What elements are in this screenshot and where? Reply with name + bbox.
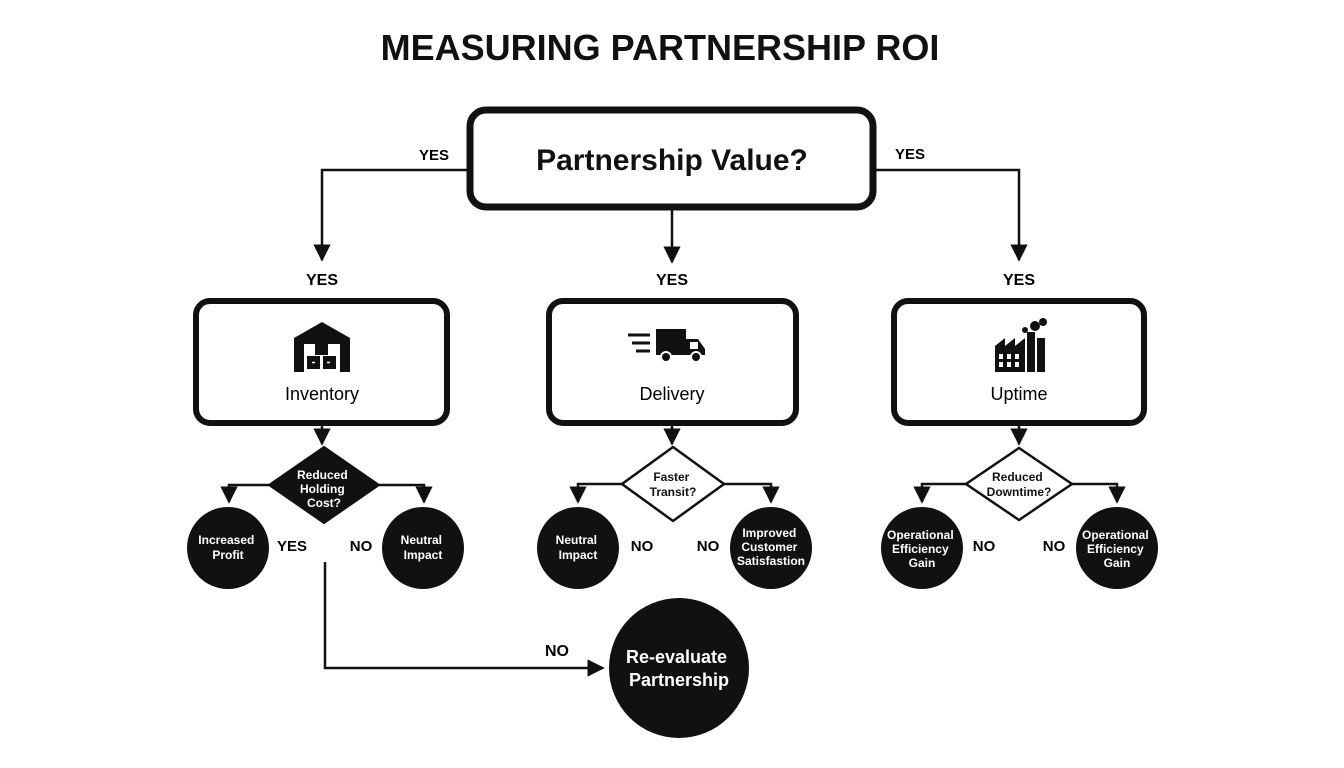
edge-label-inventory-left: YES — [277, 538, 307, 555]
svg-text:Increased Profit: Increased Profit — [198, 533, 257, 562]
outcome-uptime-right-2: Efficiency — [1087, 542, 1144, 556]
svg-text:Improved Customer Sati: Improved Customer Satisfastion — [737, 526, 805, 568]
factory-icon — [995, 318, 1047, 372]
final-node-reevaluate — [609, 598, 749, 738]
decision-text-uptime-1: Reduced — [992, 470, 1043, 484]
connector-final — [323, 562, 605, 677]
connector-inventory-right — [379, 483, 433, 504]
final-node-label-1: Re-evaluate — [626, 647, 727, 667]
connector-delivery-right — [724, 482, 780, 504]
edge-label-branch-left: YES — [306, 272, 338, 289]
outcome-uptime-right-3: Gain — [1104, 556, 1131, 570]
decision-text-uptime-2: Downtime? — [987, 485, 1052, 499]
outcome-uptime-left-3: Gain — [909, 556, 936, 570]
root-node — [466, 106, 877, 211]
outcome-inventory-right-2: Impact — [404, 548, 443, 562]
edge-label-uptime-left: NO — [973, 538, 996, 555]
outcome-node-delivery-right — [730, 507, 812, 589]
outcome-delivery-right-2: Customer — [741, 540, 797, 554]
branch-label-uptime: Uptime — [990, 384, 1047, 404]
edge-label-branch-center: YES — [656, 272, 688, 289]
svg-text:Operational Efficiency: Operational Efficiency Gain — [887, 528, 957, 570]
branch-label-delivery: Delivery — [639, 384, 704, 404]
delivery-truck-icon — [628, 329, 705, 363]
outcome-node-inventory-left — [187, 507, 269, 589]
decision-text-delivery-2: Transit? — [650, 485, 697, 499]
edge-label-delivery-right: NO — [697, 538, 720, 555]
outcome-inventory-right-1: Neutral — [401, 533, 442, 547]
edge-label-uptime-right: NO — [1043, 538, 1066, 555]
edge-label-inventory-right: NO — [350, 538, 373, 555]
outcome-uptime-right-1: Operational — [1082, 528, 1149, 542]
outcome-node-delivery-left — [537, 507, 619, 589]
svg-text:Re-evaluate Partnership: Re-evaluate Partnership — [626, 647, 732, 690]
edge-label-branch-right: YES — [1003, 272, 1035, 289]
outcome-node-uptime-left — [881, 507, 963, 589]
outcome-node-inventory-right — [382, 507, 464, 589]
edge-label-delivery-left: NO — [631, 538, 654, 555]
connector-delivery-left — [569, 482, 622, 504]
decision-text-inventory-2: Holding — [300, 482, 345, 496]
outcome-inventory-left-1: Increased — [198, 533, 254, 547]
edge-label-root-left: YES — [419, 147, 449, 164]
decision-text-inventory-1: Reduced — [297, 468, 348, 482]
decision-diamond-uptime — [963, 446, 1075, 522]
connector-uptime-left — [913, 482, 966, 504]
diagram-title: MEASURING PARTNERSHIP ROI — [381, 27, 940, 68]
connector-uptime-right — [1072, 482, 1126, 504]
outcome-node-uptime-right — [1076, 507, 1158, 589]
edge-label-final: NO — [545, 643, 569, 660]
connector-inventory-left — [220, 483, 269, 504]
outcome-delivery-right-1: Improved — [742, 526, 796, 540]
decision-diamond-inventory — [267, 445, 381, 525]
connector-root-left — [313, 168, 470, 262]
svg-text:Neutral Impact: Neutral Impact — [401, 533, 446, 562]
final-node-label-2: Partnership — [629, 670, 729, 690]
svg-text:Reduced Holding Cost?: Reduced Holding Cost? — [297, 468, 351, 510]
root-node-label: Partnership Value? — [536, 144, 808, 177]
branch-label-inventory: Inventory — [285, 384, 359, 404]
outcome-delivery-right-3: Satisfastion — [737, 554, 805, 568]
edge-label-root-right: YES — [895, 146, 925, 163]
decision-text-inventory-3: Cost? — [307, 496, 341, 510]
svg-text:Operational Efficiency: Operational Efficiency Gain — [1082, 528, 1152, 570]
outcome-delivery-left-1: Neutral — [556, 533, 597, 547]
svg-text:Neutral Impact: Neutral Impact — [556, 533, 601, 562]
warehouse-icon — [294, 322, 350, 372]
connector-root-right — [873, 168, 1028, 262]
outcome-inventory-left-2: Profit — [212, 548, 243, 562]
outcome-delivery-left-2: Impact — [559, 548, 598, 562]
outcome-uptime-left-1: Operational — [887, 528, 954, 542]
outcome-uptime-left-2: Efficiency — [892, 542, 949, 556]
decision-diamond-delivery — [619, 445, 727, 523]
decision-text-delivery-1: Faster — [653, 470, 689, 484]
svg-text:Reduced Downtime?: Reduced Downtime? — [987, 470, 1052, 499]
branch-box-delivery — [546, 298, 799, 426]
svg-text:Faster Transit?: Faster Transit? — [650, 470, 697, 499]
